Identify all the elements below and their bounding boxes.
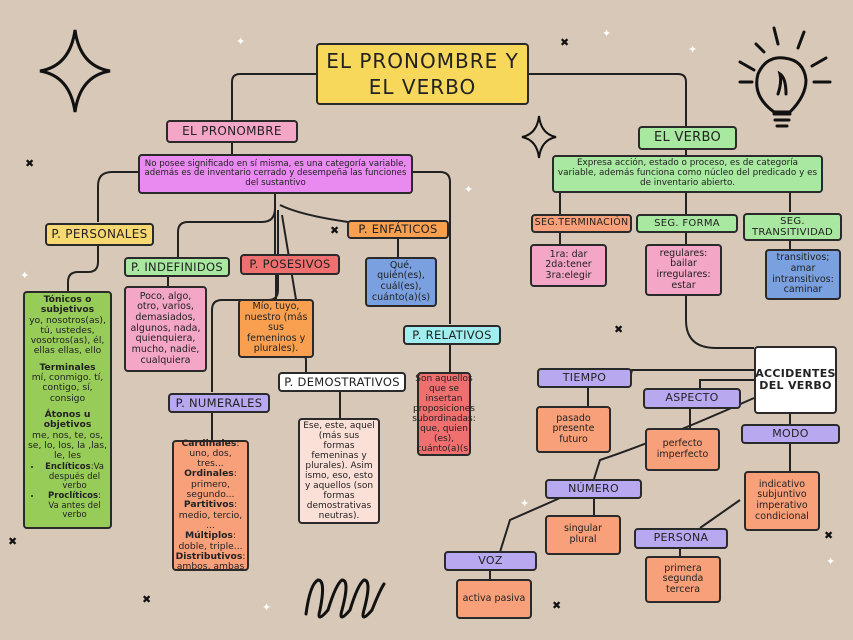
atonos-text: me, nos, te, os, se, lo, los, la ,las, l… [28,429,108,462]
terminales-text: mí, conmigo. tí, contigo, sí, consigo [31,372,104,404]
star-icon: ✖ [142,593,152,606]
terminacion-content: 1ra: dar 2da:tener 3ra:elegir [530,244,607,287]
personales-content: Tónicos o subjetivos yo, nosotros(as), t… [23,291,112,529]
tonicos-title: Tónicos o subjetivos [40,294,95,316]
aspecto-header: ASPECTO [643,388,741,409]
modo-header: MODO [741,424,840,444]
star-icon: ✖ [824,529,834,542]
indefinidos-content: Poco, algo, otro, varios, demasiados, al… [124,286,207,372]
numerales-header: P. NUMERALES [168,393,270,413]
star-icon: ✦ [602,27,612,40]
voz-content: activa pasiva [456,579,532,619]
persona-header: PERSONA [634,528,728,549]
star-icon: ✦ [520,497,530,510]
persona-content: primera segunda tercera [645,556,721,603]
posesivos-content: Mío, tuyo, nuestro (más sus femeninos y … [238,299,314,358]
terminacion-2: 2da:tener [545,259,592,271]
terminacion-1: 1ra: dar [549,248,588,260]
terminacion-header: SEG.TERMINACIÓN [531,214,632,233]
demostrativos-header: P. DEMOSTRATIVOS [278,372,406,392]
demostrativos-content: Ese, este, aquel (más sus formas femenin… [298,418,380,524]
enfaticos-content: Qué, quién(es), cuál(es), cuánto(a)(s) [365,257,437,307]
numero-content: singular plural [545,515,621,555]
title-line-1: EL PRONOMBRE Y [326,49,519,73]
enfaticos-header: P. ENFÁTICOS [347,220,449,239]
lightbulb-icon [738,26,832,128]
transitividad-header: SEG. TRANSITIVIDAD [743,213,842,241]
verbo-header: EL VERBO [638,126,737,150]
accidentes-header: ACCIDENTES DEL VERBO [754,346,837,414]
verbo-definition: Expresa acción, estado o proceso, es de … [552,155,823,193]
cliticos-list: Enclíticos:Va después del verbo Proclíti… [28,463,107,520]
atonos-title: Átonos u objetivos [43,408,92,431]
sparkle-icon [521,115,557,159]
personales-header: P. PERSONALES [45,223,154,246]
numerales-content: Cardinales: uno, dos, tres... Ordinales:… [172,438,249,572]
star-icon: ✖ [8,535,18,548]
forma-header: SEG. FORMA [636,214,738,233]
procliticos-item: Proclíticos: Va antes del verbo [42,491,107,521]
tiempo-content: pasado presente futuro [536,406,611,453]
star-icon: ✦ [20,269,30,282]
star-icon: ✖ [552,599,562,612]
relativos-content: Son aquellos que se insertan proposicion… [412,372,476,456]
title-line-2: EL VERBO [368,75,477,99]
modo-content: indicativo subjuntivo imperativo condici… [744,471,820,531]
star-icon: ✖ [25,157,35,170]
numero-header: NÚMERO [545,479,642,499]
tiempo-header: TIEMPO [537,368,632,388]
terminales-title: Terminales [39,361,96,373]
relativos-header: P. RELATIVOS [403,325,501,345]
star-icon: ✦ [236,35,246,48]
indefinidos-header: P. INDEFINIDOS [124,257,230,277]
star-icon: ✖ [330,224,340,237]
page-title: EL PRONOMBRE Y EL VERBO [316,43,529,105]
forma-content: regulares: bailar irregulares: estar [645,244,722,296]
coil-doodle-icon [304,578,386,619]
sparkle-icon [39,29,111,113]
tonicos-text: yo, nosotros(as), tú, ustedes, vosotros(… [29,314,106,357]
pronombre-header: EL PRONOMBRE [166,120,298,143]
pronombre-definition: No posee significado en sí misma, es una… [138,154,413,194]
voz-header: VOZ [444,551,537,571]
terminacion-3: 3ra:elegir [545,269,592,281]
star-icon: ✖ [614,323,624,336]
star-icon: ✦ [262,601,272,614]
aspecto-content: perfecto imperfecto [645,428,720,471]
star-icon: ✦ [464,183,474,196]
star-icon: ✦ [688,43,698,56]
posesivos-header: P. POSESIVOS [240,254,340,275]
transitividad-content: transitivos; amar intransitivos: caminar [765,249,841,300]
star-icon: ✖ [560,36,570,49]
encliticos-item: Enclíticos:Va después del verbo [42,463,107,492]
star-icon: ✦ [826,555,836,568]
